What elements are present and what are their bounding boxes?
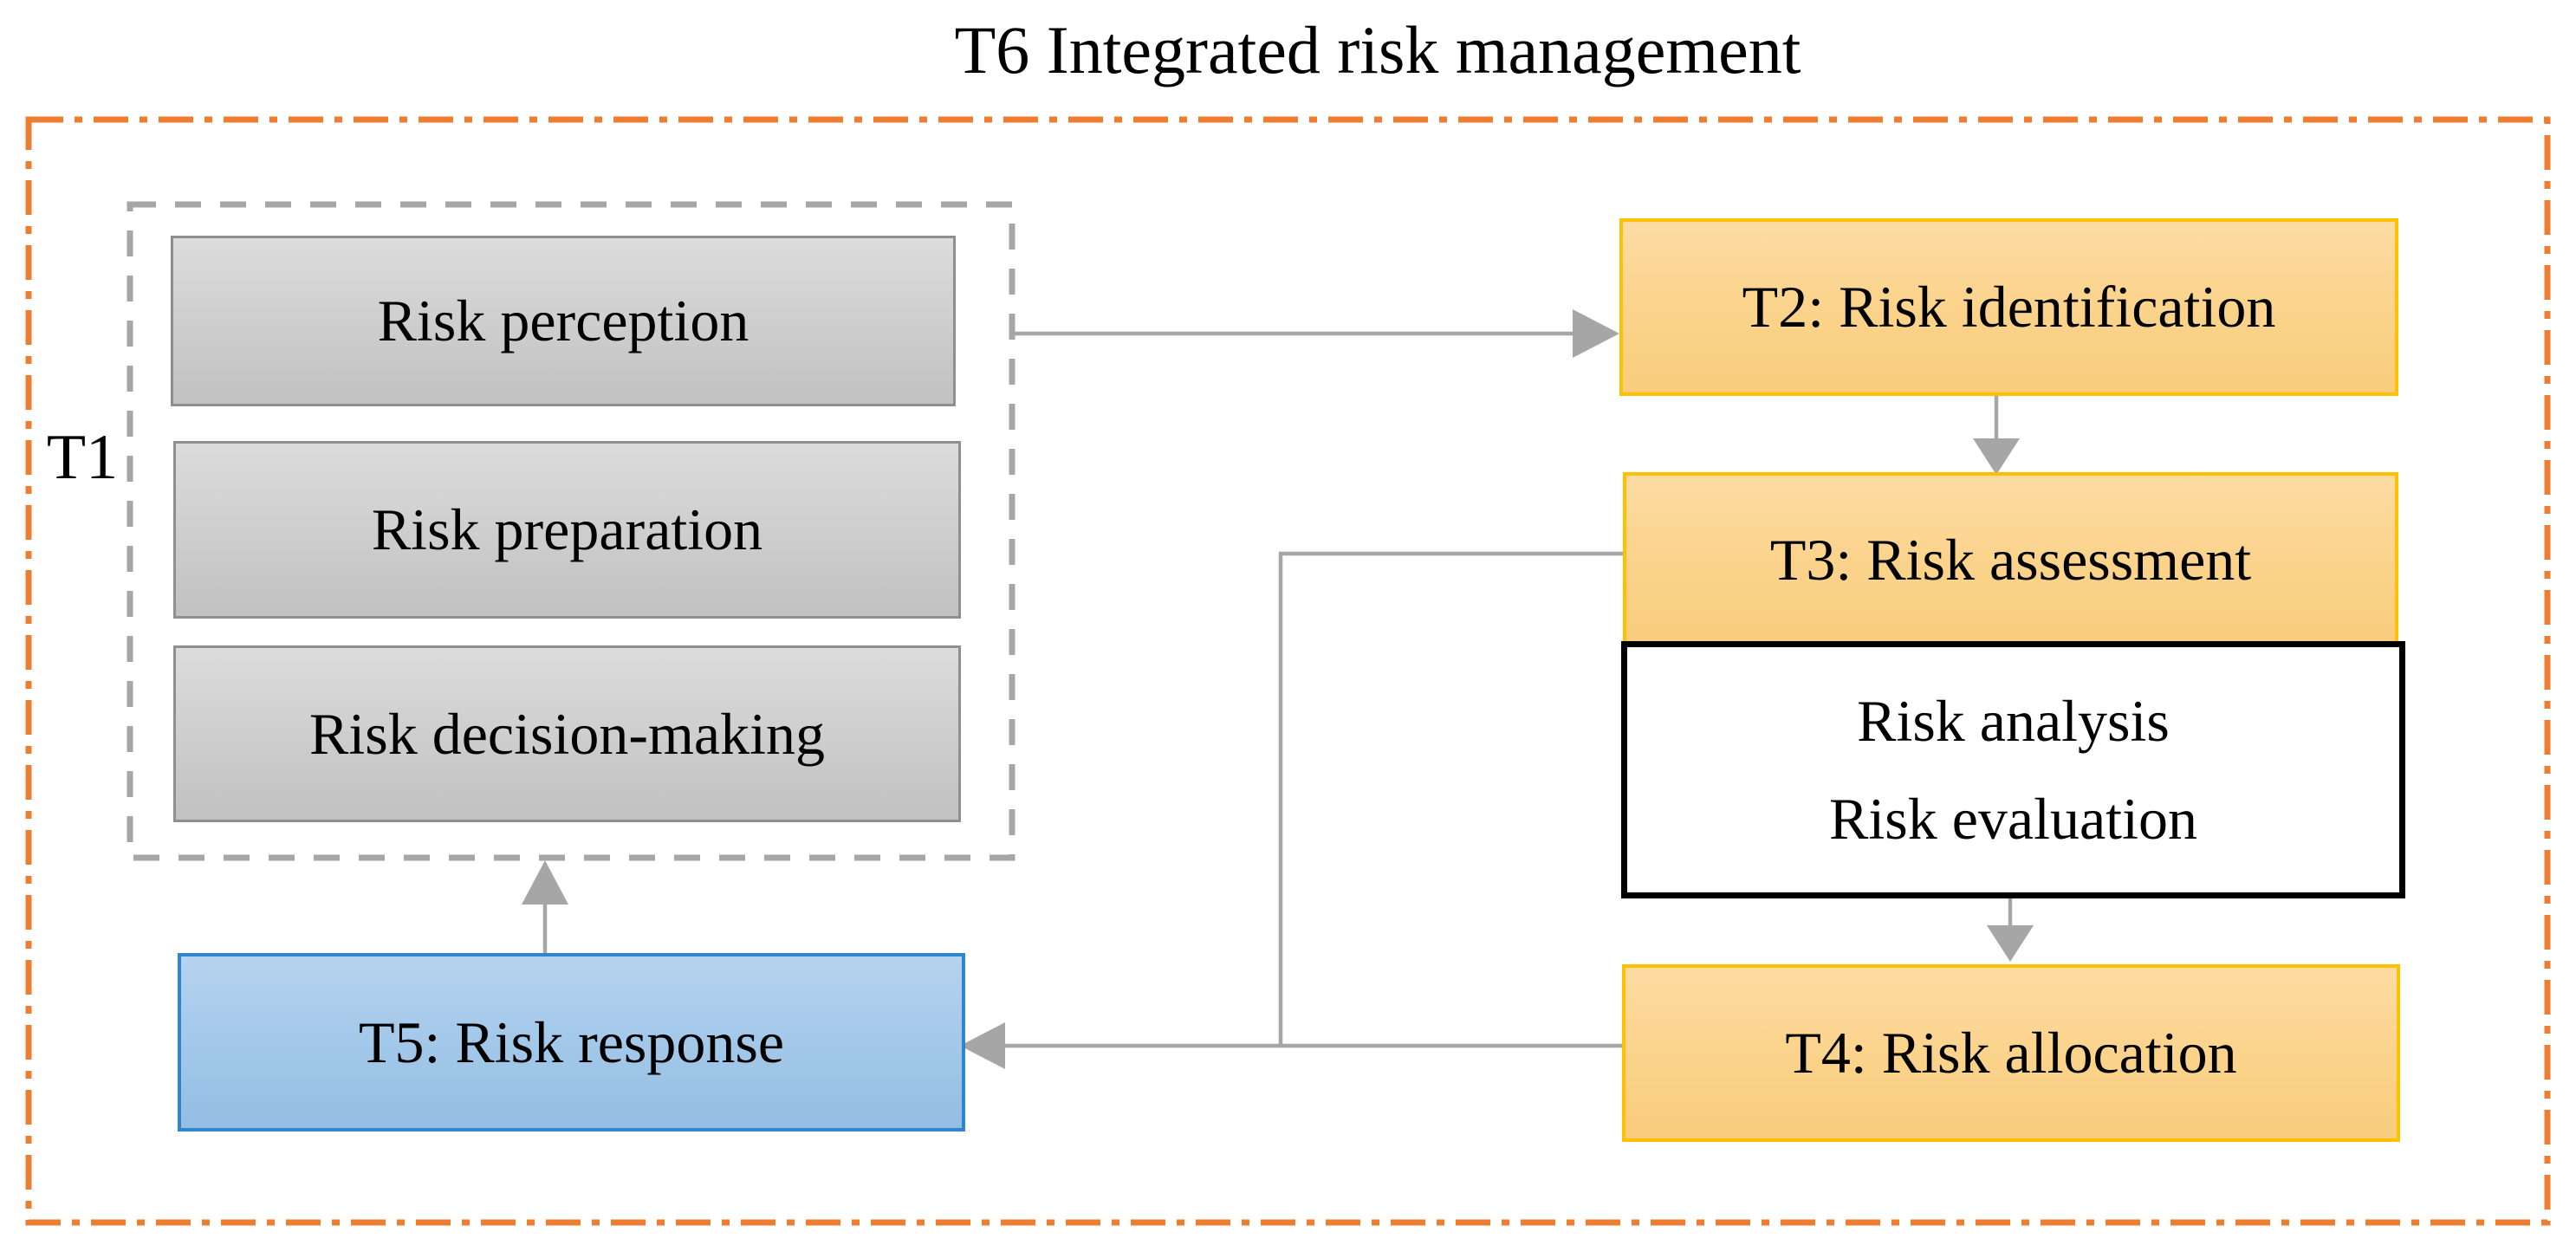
t5-risk-response-box: T5: Risk response [178, 953, 965, 1132]
risk-analysis-evaluation-box: Risk analysis Risk evaluation [1621, 641, 2405, 898]
arrow-t4-to-t5 [960, 1022, 1622, 1069]
outer-dashdot-border [25, 116, 2551, 1226]
diagram-title: T6 Integrated risk management [954, 12, 1801, 88]
t4-risk-allocation-box: T4: Risk allocation [1622, 964, 2400, 1142]
t3-risk-assessment-box: T3: Risk assessment [1623, 472, 2398, 648]
t2-risk-identification-box: T2: Risk identification [1619, 218, 2398, 396]
risk-perception-box: Risk perception [171, 236, 956, 406]
risk-analysis-label: Risk analysis [1857, 687, 2170, 754]
arrow-t2-to-t3 [1973, 389, 2020, 475]
t1-group-label: T1 [46, 421, 119, 493]
connector-t3-to-t5 [1278, 551, 1623, 1046]
risk-evaluation-label: Risk evaluation [1829, 785, 2197, 852]
risk-decision-making-box: Risk decision-making [173, 645, 961, 822]
risk-preparation-box: Risk preparation [173, 441, 961, 619]
arrow-t5-to-t1 [522, 860, 568, 953]
arrow-t1-to-t2 [1012, 309, 1619, 358]
